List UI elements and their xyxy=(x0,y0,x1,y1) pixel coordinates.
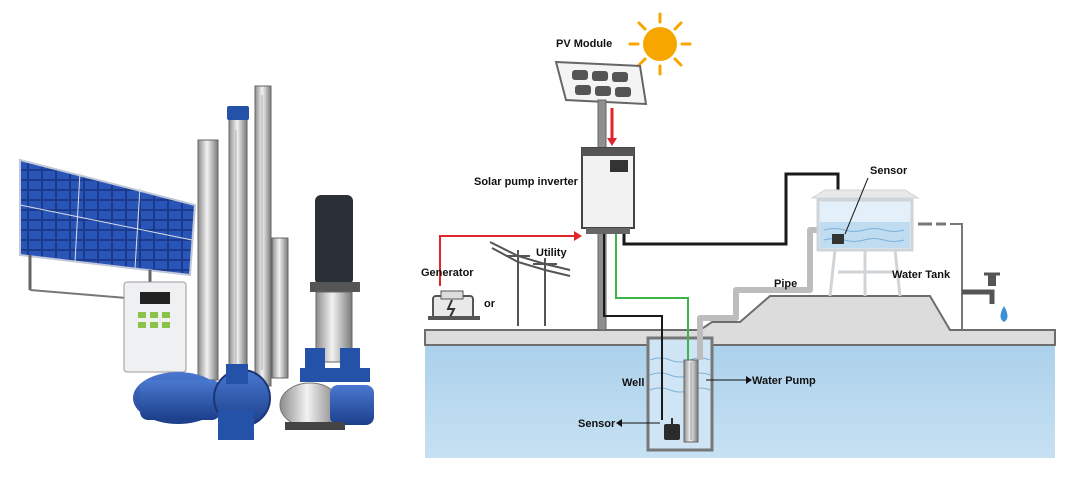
pv-module-label: PV Module xyxy=(556,38,612,50)
tank-sensor-label: Sensor xyxy=(870,165,908,177)
utility-pole-icon xyxy=(489,241,571,326)
inverter-label: Solar pump inverter xyxy=(474,176,579,188)
sun-icon xyxy=(628,12,692,76)
product-photo xyxy=(19,85,374,440)
well-sensor-icon xyxy=(664,418,680,440)
pv-panel-icon xyxy=(19,158,197,301)
pipe-label: Pipe xyxy=(774,278,797,290)
utility-label: Utility xyxy=(536,247,567,259)
ground-terrain xyxy=(424,295,1056,346)
multistage-pump xyxy=(300,195,370,382)
well-sensor-label: Sensor xyxy=(578,418,616,430)
generator-icon xyxy=(428,290,480,320)
tank-sensor-icon xyxy=(832,177,869,244)
generator-label: Generator xyxy=(421,267,474,279)
water-area xyxy=(425,332,1055,458)
well-label: Well xyxy=(622,377,644,389)
inverter-box xyxy=(581,147,635,234)
water-drop-icon xyxy=(1000,306,1008,322)
water-pump-label: Water Pump xyxy=(752,375,816,387)
submersible-pumps xyxy=(197,85,289,387)
inverter-icon xyxy=(123,281,187,373)
or-label: or xyxy=(484,298,496,310)
system-diagram: PV Module Solar pump inverter xyxy=(421,12,1056,458)
faucet-icon xyxy=(962,272,1000,304)
surface-pumps xyxy=(133,364,374,440)
water-tank-label: Water Tank xyxy=(892,269,951,281)
submersible-pump-icon xyxy=(683,359,699,443)
